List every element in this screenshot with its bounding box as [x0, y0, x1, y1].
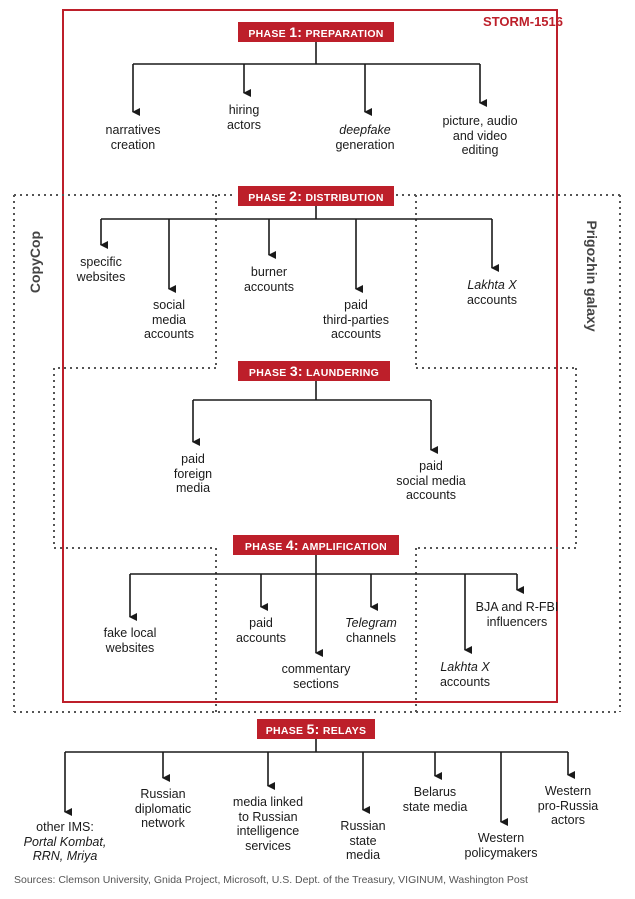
sources-footnote: Sources: Clemson University, Gnida Proje… — [14, 874, 528, 886]
phase-3-badge: PHASE 3: LAUNDERING — [238, 361, 390, 381]
prigozhin-galaxy-label: Prigozhin galaxy — [584, 220, 600, 332]
storm-1516-label: STORM-1516 — [483, 14, 563, 29]
storm-1516-frame — [62, 9, 558, 703]
phase-2-badge: PHASE 2: DISTRIBUTION — [238, 186, 394, 206]
phase-4-badge: PHASE 4: AMPLIFICATION — [233, 535, 399, 555]
label-other-ims: other IMS:Portal Kombat,RRN, Mriya — [23, 820, 107, 863]
prigozhin-region — [390, 194, 621, 712]
phase-1-badge: PHASE 1: PREPARATION — [238, 22, 394, 42]
phase-5-badge: PHASE 5: RELAYS — [257, 719, 375, 739]
copycop-region — [13, 194, 236, 712]
copycop-label: CopyCop — [27, 230, 43, 294]
